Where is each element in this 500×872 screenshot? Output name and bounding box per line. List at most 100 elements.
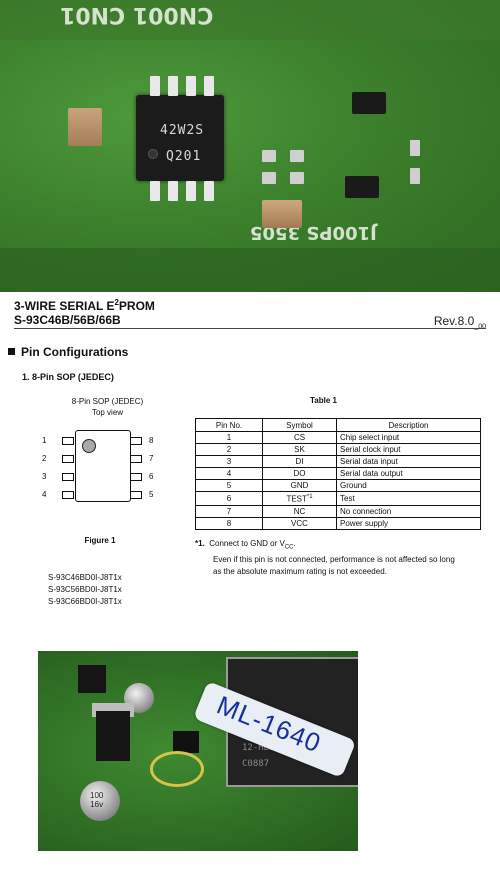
transistor — [352, 92, 386, 114]
pin-lead — [130, 437, 142, 445]
capacitor-value: 100 — [90, 791, 104, 800]
pcb-photo-top: CN001 CN01 J100PS 3505 42W2S Q201 — [0, 0, 500, 292]
pin-lead — [130, 473, 142, 481]
sop8-package — [75, 430, 131, 502]
column-header: Symbol — [262, 418, 337, 432]
chip-leg — [186, 76, 196, 96]
description-cell: No connection — [336, 504, 481, 518]
description-cell: Serial data input — [336, 455, 481, 468]
footnote-line: Even if this pin is not connected, perfo… — [213, 554, 455, 564]
pin-number: 8 — [149, 436, 154, 445]
chip-marking-1: 42W2S — [160, 123, 205, 138]
description-cell: Ground — [336, 479, 481, 492]
section-title: Pin Configurations — [8, 345, 128, 359]
table-caption: Table 1 — [310, 396, 337, 405]
chip-marking-2: Q201 — [166, 149, 202, 164]
symbol-cell: DI — [262, 455, 337, 468]
symbol-cell: TEST*1 — [262, 491, 337, 506]
description-cell: Test — [336, 491, 481, 506]
chip-leg — [150, 181, 160, 201]
bullet-square-icon — [8, 348, 15, 355]
solder-pad — [290, 172, 304, 184]
capacitor — [262, 200, 302, 228]
document-title: 3-WIRE SERIAL E2PROM — [14, 298, 155, 313]
order-code: S-93C66BD0I-J8T1x — [48, 597, 122, 606]
column-header: Description — [336, 418, 481, 432]
pcb-edge — [0, 0, 500, 40]
pin-number: 5 — [149, 490, 154, 499]
order-code: S-93C56BD0I-J8T1x — [48, 585, 122, 594]
figure-caption: Figure 1 — [84, 536, 116, 545]
pin-lead — [62, 455, 74, 463]
table-header-row: Pin No. Symbol Description — [195, 418, 481, 432]
symbol-cell: GND — [262, 479, 337, 492]
chip-leg — [168, 76, 178, 96]
solder-pad — [410, 140, 420, 156]
package-title: 8-Pin SOP (JEDEC) Top view — [55, 396, 160, 418]
revision: Rev.8.0_00 — [433, 314, 486, 331]
symbol-cell: DO — [262, 467, 337, 480]
description-cell: Chip select input — [336, 431, 481, 444]
chip-leg — [168, 181, 178, 201]
pin-cell: 3 — [195, 455, 263, 468]
pin1-dot — [148, 149, 158, 159]
pin-number: 6 — [149, 472, 154, 481]
silkscreen-text: CN001 CN01 — [60, 2, 214, 27]
package-view: Top view — [91, 408, 124, 417]
pin-cell: 8 — [195, 516, 263, 530]
footnote-line: as the absolute maximum rating is not ex… — [213, 566, 387, 576]
solder-pad — [262, 172, 276, 184]
order-codes: S-93C46BD0I-J8T1x S-93C56BD0I-J8T1x S-93… — [48, 572, 122, 608]
subsection-title: 1. 8-Pin SOP (JEDEC) — [22, 372, 114, 382]
capacitor-voltage: 16v — [90, 800, 104, 809]
column-header: Pin No. — [195, 418, 263, 432]
order-code: S-93C46BD0I-J8T1x — [48, 573, 122, 582]
pin-cell: 4 — [195, 467, 263, 480]
eeprom-chip: 42W2S Q201 — [136, 95, 224, 181]
part-numbers: S-93C46B/56B/66B — [14, 313, 121, 327]
footnote-subscript: CC — [284, 544, 294, 551]
pin-lead — [62, 491, 74, 499]
solder-pad — [262, 150, 276, 162]
symbol-cell: VCC — [262, 516, 337, 530]
solder-pad — [410, 168, 420, 184]
table-footnote: *1. Connect to GND or VCC. Even if this … — [195, 538, 495, 578]
voltage-regulator — [96, 711, 130, 761]
pin-number: 7 — [149, 454, 154, 463]
solder-pad — [290, 150, 304, 162]
capacitor — [68, 108, 102, 146]
symbol-cell: NC — [262, 504, 337, 518]
small-ic — [78, 665, 106, 693]
chip-leg — [204, 181, 214, 201]
pin-lead — [130, 491, 142, 499]
pin-number: 4 — [42, 490, 47, 499]
footnote-mark: *1. — [195, 539, 205, 548]
symbol-cell: CS — [262, 431, 337, 444]
chip-leg — [150, 76, 160, 96]
transistor — [345, 176, 379, 198]
datasheet-header: 3-WIRE SERIAL E2PROM S-93C46B/56B/66B Re… — [14, 298, 486, 331]
description-cell: Serial data output — [336, 467, 481, 480]
description-cell: Power supply — [336, 516, 481, 530]
pin-cell: 7 — [195, 504, 263, 518]
package-name: 8-Pin SOP (JEDEC) — [71, 397, 144, 406]
pcb-lower-area — [0, 248, 500, 292]
footnote-ref: *1 — [306, 494, 313, 500]
pin-cell: 5 — [195, 479, 263, 492]
chip-marking: 12-HB9E — [242, 743, 280, 753]
chip-leg — [186, 181, 196, 201]
footnote-line: *1. Connect to GND or VCC. — [195, 538, 495, 554]
pin1-marker-icon — [82, 439, 96, 453]
pin-cell: 2 — [195, 443, 263, 456]
jumper-wire — [150, 751, 204, 787]
